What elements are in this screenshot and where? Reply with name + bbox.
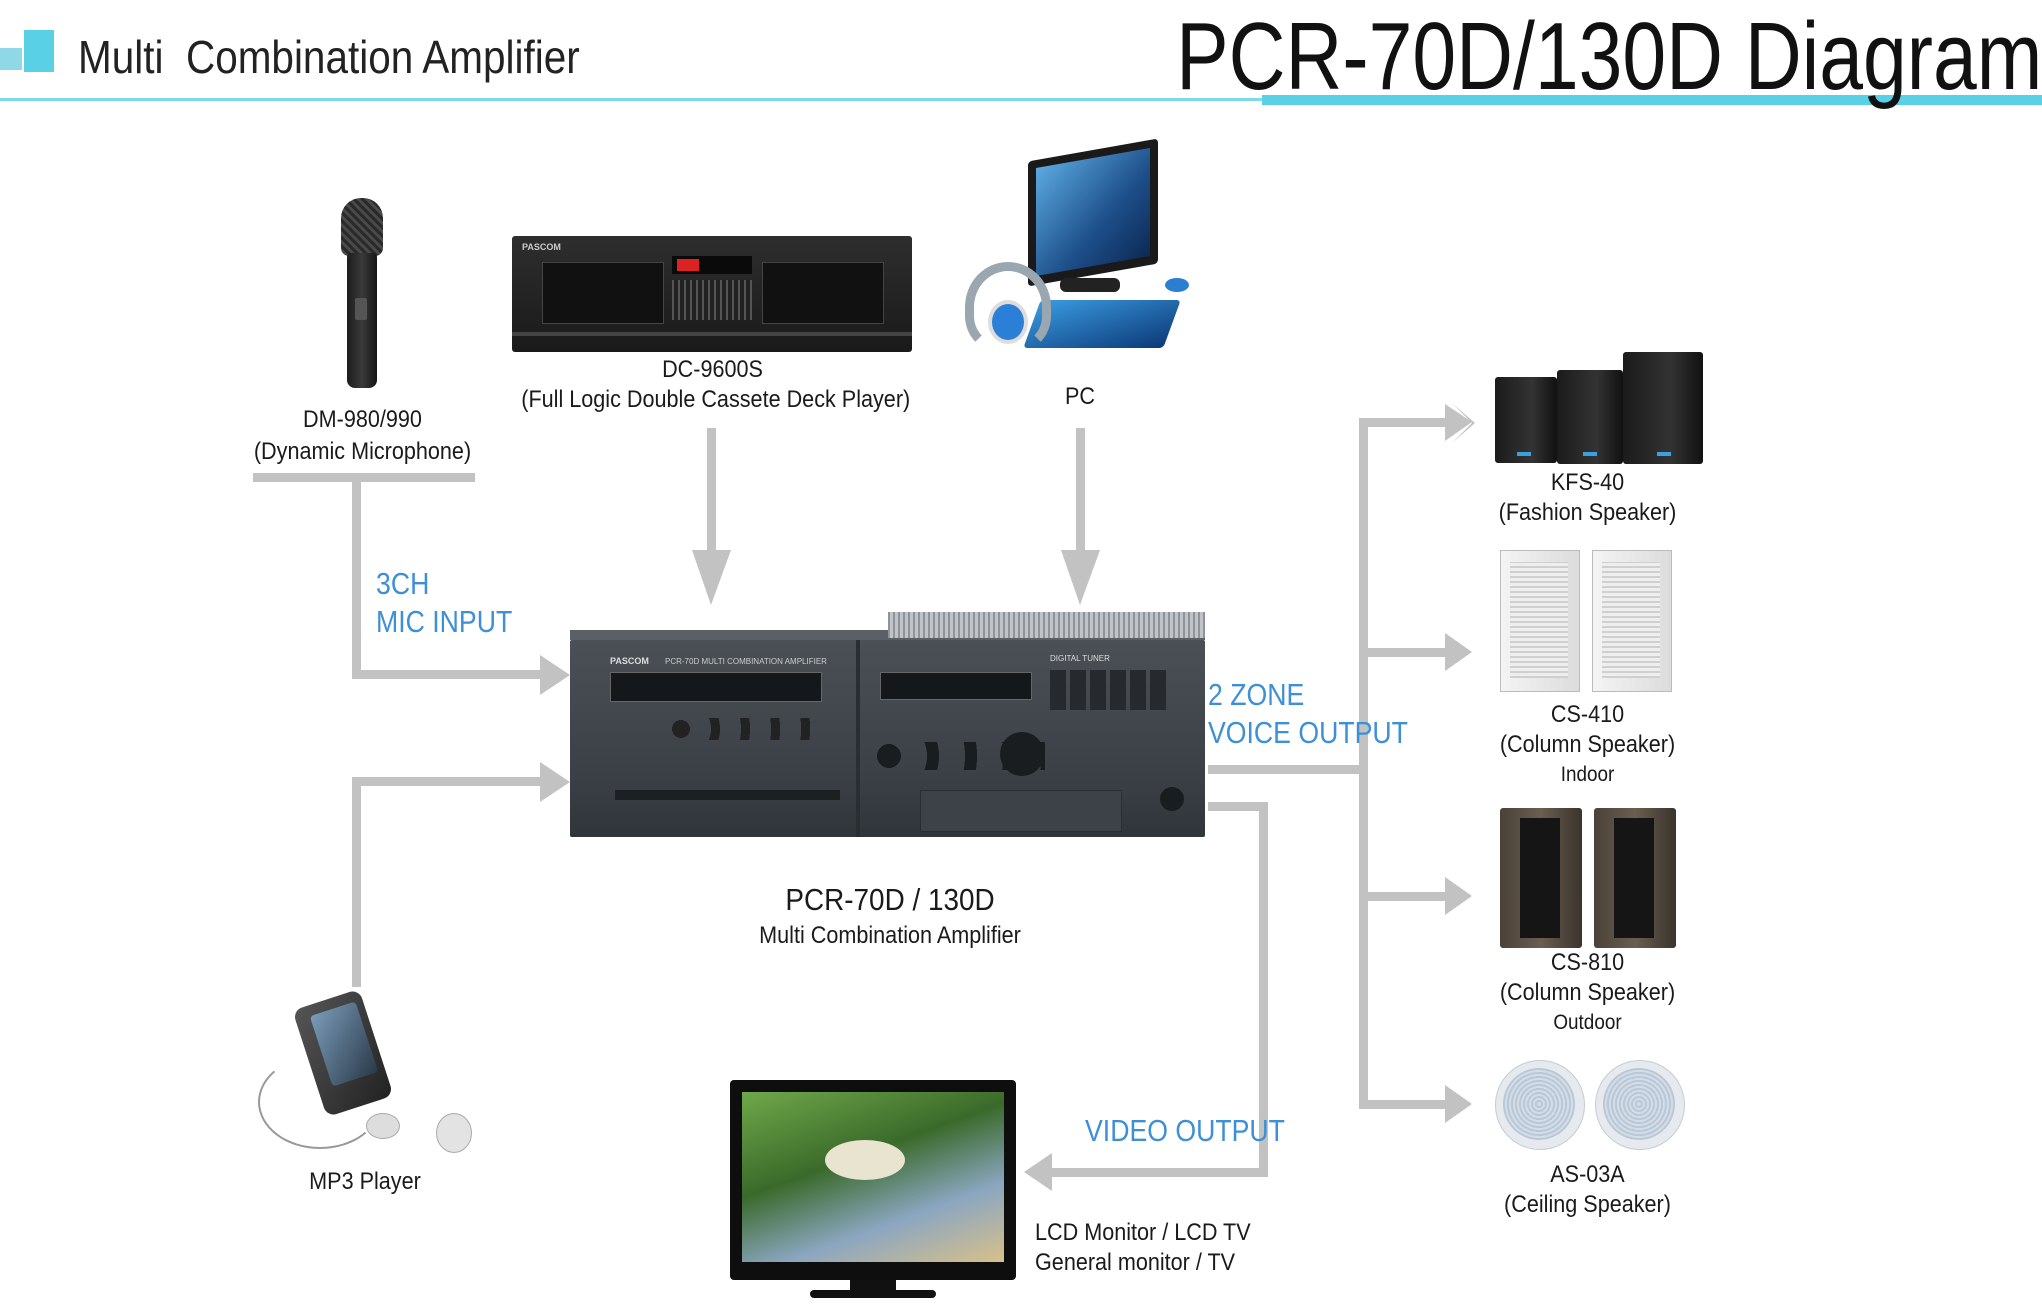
- as03a-speakers-image: [1495, 1060, 1685, 1152]
- amplifier-desc: Multi Combination Amplifier: [759, 922, 1021, 949]
- kfs-label: KFS-40 (Fashion Speaker): [1486, 468, 1689, 528]
- microphone-label: DM-980/990 (Dynamic Microphone): [243, 405, 482, 467]
- amplifier-image: PASCOM PCR-70D MULTI COMBINATION AMPLIFI…: [570, 612, 1205, 837]
- cs810-label: CS-810 (Column Speaker) Outdoor: [1486, 948, 1689, 1038]
- mic-input-line2: MIC INPUT: [376, 604, 513, 639]
- amp-brand: PASCOM: [610, 656, 649, 666]
- microphone-model: DM-980/990: [303, 406, 422, 433]
- cs410-note: Indoor: [1560, 763, 1615, 786]
- pc-model: PC: [1064, 383, 1096, 410]
- zone-output-label: 2 ZONE VOICE OUTPUT: [1208, 676, 1408, 752]
- cs810-model: CS-810: [1550, 949, 1625, 976]
- header-subtitle: Multi Combination Amplifier: [78, 31, 580, 83]
- amp-tuner-text: DIGITAL TUNER: [1050, 654, 1110, 663]
- cs410-label: CS-410 (Column Speaker) Indoor: [1486, 700, 1689, 790]
- zone-line1: 2 ZONE: [1208, 677, 1305, 712]
- microphone-image: [335, 198, 390, 388]
- cs810-desc: (Column Speaker): [1499, 979, 1676, 1006]
- mic-input-label: 3CH MIC INPUT: [376, 565, 512, 641]
- as03a-desc: (Ceiling Speaker): [1504, 1191, 1671, 1218]
- lcd-monitor-image: [730, 1080, 1016, 1300]
- title-underline: [1262, 95, 2042, 105]
- kfs-model: KFS-40: [1550, 469, 1625, 496]
- amplifier-label: PCR-70D / 130D Multi Combination Amplifi…: [700, 880, 1080, 952]
- monitor-line1: LCD Monitor / LCD TV: [1035, 1219, 1251, 1246]
- pc-label: PC: [1035, 382, 1125, 412]
- cs810-note: Outdoor: [1553, 1011, 1622, 1034]
- cassette-desc: (Full Logic Double Cassete Deck Player): [521, 386, 911, 413]
- video-output-label: VIDEO OUTPUT: [1085, 1113, 1285, 1148]
- mp3-model: MP3 Player: [309, 1168, 421, 1195]
- pc-image: [960, 138, 1205, 360]
- amp-model-text: PCR-70D MULTI COMBINATION AMPLIFIER: [665, 657, 827, 666]
- mp3-player-image: [248, 988, 478, 1160]
- monitor-line2: General monitor / TV: [1035, 1249, 1236, 1276]
- cassette-deck-image: PASCOM: [512, 236, 912, 352]
- amplifier-model: PCR-70D / 130D: [785, 882, 995, 917]
- kfs-desc: (Fashion Speaker): [1498, 499, 1677, 526]
- mp3-label: MP3 Player: [298, 1167, 433, 1197]
- kfs-speakers-image: [1495, 352, 1705, 464]
- zone-line2: VOICE OUTPUT: [1208, 715, 1408, 750]
- microphone-desc: (Dynamic Microphone): [253, 438, 472, 465]
- monitor-label: LCD Monitor / LCD TV General monitor / T…: [1035, 1218, 1275, 1278]
- cassette-model: DC-9600S: [662, 356, 763, 383]
- cs410-desc: (Column Speaker): [1499, 731, 1676, 758]
- cassette-brand: PASCOM: [522, 242, 561, 252]
- cassette-label: DC-9600S (Full Logic Double Cassete Deck…: [521, 355, 911, 415]
- mic-input-line1: 3CH: [376, 566, 430, 601]
- cs410-model: CS-410: [1550, 701, 1625, 728]
- cs410-speakers-image: [1500, 550, 1680, 692]
- cs810-speakers-image: [1500, 808, 1680, 950]
- header-logo-squares: [0, 30, 60, 80]
- as03a-model: AS-03A: [1550, 1161, 1625, 1188]
- page-title: PCR-70D/130D Diagram: [1175, 3, 2042, 110]
- header-rule: [0, 98, 2042, 101]
- as03a-label: AS-03A (Ceiling Speaker): [1486, 1160, 1689, 1220]
